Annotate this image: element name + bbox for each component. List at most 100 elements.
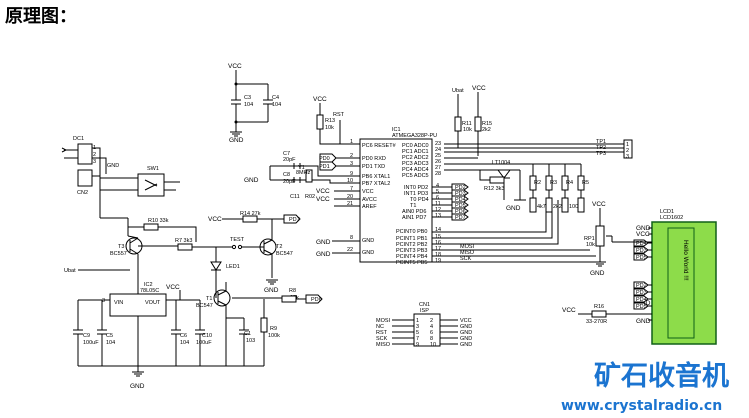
vcc-label-2: VCC — [208, 216, 222, 223]
gnd-rp1: GND — [590, 270, 605, 277]
vcc-pin-label: VCC — [362, 189, 374, 195]
ic1-p25: 25 — [435, 153, 441, 159]
c5-label: C5 — [106, 333, 113, 339]
lcd-part: LCD1602 — [660, 215, 683, 221]
pcint3-label: PCINT3 PB3 — [396, 248, 427, 254]
isp-pin-left: 1 — [416, 318, 419, 324]
c1-value: 103 — [246, 338, 255, 344]
pcint0-label: PCINT0 PB0 — [396, 229, 427, 235]
isp-pin-left: 3 — [416, 324, 419, 330]
vin-label: VIN — [114, 300, 123, 306]
ic1-p4: 4 — [436, 183, 439, 189]
r14-label: R14 27k — [240, 211, 261, 217]
pc6-label: PC6 RESET# — [362, 143, 397, 149]
led1-label: LED1 — [226, 264, 240, 270]
ic1-p2: 2 — [350, 153, 353, 159]
dc1-pin3: 3 — [93, 159, 96, 165]
r15-value: 2k2 — [482, 127, 491, 133]
gnd-pin1-label: GND — [362, 238, 374, 244]
sck-net: SCK — [460, 256, 472, 262]
int1-label: INT1 PD3 — [404, 191, 428, 197]
ic1-p14: 14 — [435, 227, 441, 233]
c4-label: C4 — [272, 95, 279, 101]
c3-value: 104 — [244, 102, 253, 108]
isp-right-label: GND — [460, 324, 472, 330]
c6-label: C6 — [180, 333, 187, 339]
isp-left-label: MISO — [376, 342, 391, 348]
ic1-p12: 12 — [435, 207, 441, 213]
c1-label: C1 — [244, 331, 251, 337]
gnd-ic-1: GND — [316, 239, 331, 246]
gnd-label-xtal: GND — [244, 177, 259, 184]
vcc-aref: VCC — [316, 196, 330, 203]
pd7-tag: PD7 — [455, 215, 466, 221]
lcd-pd5b: PD5 — [636, 304, 647, 310]
atmega-ic: IC1 ATMEGA328P-PU PC6 RESET# PD0 RXD PD1… — [316, 127, 602, 266]
avcc-label: AVCC — [362, 197, 377, 203]
r16-label: R16 — [594, 304, 604, 310]
ic1-p17: 17 — [435, 246, 441, 252]
ic1-p10: 10 — [347, 178, 353, 184]
pd2-tag: PD2 — [455, 185, 466, 191]
c4-value: 104 — [272, 102, 281, 108]
lcd-section: VCC RP1 10k GND LCD1 LCD1602 Hello World… — [562, 201, 717, 345]
c7-value: 20pF — [283, 157, 296, 163]
r11-label: R11 — [462, 121, 472, 127]
isp-pin-right: 2 — [430, 318, 433, 324]
r8-label: R8 — [289, 288, 296, 294]
isp-pin-left: 9 — [416, 342, 419, 348]
pc2-label: PC2 ADC2 — [402, 155, 429, 161]
ic1-p6: 6 — [436, 195, 439, 201]
c3-label: C3 — [244, 95, 251, 101]
t2-label: T2 — [276, 244, 282, 250]
t1pin-label: T1 — [410, 203, 416, 209]
isp-pin-right: 6 — [430, 330, 433, 336]
lcd-pd4b: PD4 — [636, 297, 647, 303]
ic1-p9: 9 — [350, 171, 353, 177]
r13-value: 10k — [325, 125, 334, 131]
ic1-p16: 16 — [435, 240, 441, 246]
pcint2-label: PCINT2 PB2 — [396, 242, 427, 248]
vcc-label-4: VCC — [313, 96, 327, 103]
ic2-label: IC2 — [144, 282, 153, 288]
ic2-part: 78L05C — [140, 288, 159, 294]
mosi-net: MOSI — [460, 244, 475, 250]
pcint1-label: PCINT1 PB1 — [396, 236, 427, 242]
pd7-tag-left: PD7 — [289, 217, 300, 223]
r4-label: R4 — [566, 180, 573, 186]
ic1-p28: 28 — [435, 171, 441, 177]
power-input: DC1 1 2 3 GND CN2 SW1 — [61, 136, 180, 197]
ubat-label-top: Ubat — [452, 88, 464, 94]
ain0-label: AIN0 PD6 — [402, 209, 426, 215]
pd0-tag: PD0 — [319, 156, 330, 162]
r12-label: R12 3k3 — [484, 186, 505, 192]
ic1-p23: 23 — [435, 141, 441, 147]
gnd-small-label: GND — [107, 163, 119, 169]
c5-value: 104 — [106, 340, 115, 346]
r3-label: R3 — [550, 180, 557, 186]
isp-right-label: GND — [460, 330, 472, 336]
tp1-label: TP1 — [596, 139, 606, 145]
ic1-p19: 19 — [435, 258, 441, 264]
regulator-section: IC2 78L05C VIN VOUT 3 VCC C9 100uF C5 10… — [73, 282, 264, 390]
c9-label: C9 — [83, 333, 90, 339]
decoupling-caps: VCC C3 104 C4 104 GND — [228, 63, 281, 144]
r7-label: R7 3k3 — [175, 238, 192, 244]
t3-value: BC557 — [110, 251, 127, 257]
lcd-text: Hello World !!! — [682, 240, 689, 281]
vcc-label: VCC — [228, 63, 242, 70]
rst-label: RST — [333, 112, 345, 118]
c8-label: C8 — [283, 172, 290, 178]
ubat-label-left: Ubat — [64, 268, 76, 274]
r9-value: 100k — [268, 333, 280, 339]
isp-right-label: VCC — [460, 318, 472, 324]
ic1-label: IC1 — [392, 127, 401, 133]
vcc-r16: VCC — [562, 307, 576, 314]
t1-label: T1 — [206, 296, 212, 302]
r02-label: R02 — [305, 194, 315, 200]
isp-label: ISP — [420, 308, 429, 314]
pc1-label: PC1 ADC1 — [402, 149, 429, 155]
test-label: TEST — [230, 237, 245, 243]
c8-value: 20pF — [283, 179, 296, 185]
